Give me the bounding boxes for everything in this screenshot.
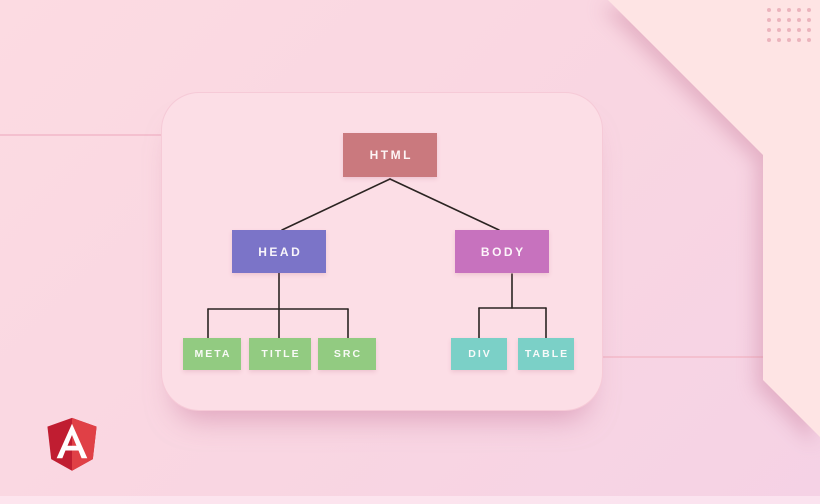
node-head: HEAD (232, 230, 326, 273)
node-src: SRC (318, 338, 376, 370)
node-div: DIV (451, 338, 507, 370)
bottom-highlight-band (0, 496, 820, 504)
angular-logo-icon (47, 417, 97, 471)
node-table: TABLE (518, 338, 574, 370)
background-line-left (0, 134, 162, 136)
angular-letter-a (56, 423, 88, 459)
node-body: BODY (455, 230, 549, 273)
background-line-right (600, 356, 770, 358)
node-html: HTML (343, 133, 437, 177)
node-title: TITLE (249, 338, 311, 370)
dot-grid-decoration (764, 5, 814, 45)
node-meta: META (183, 338, 241, 370)
angular-shield-right (72, 417, 97, 471)
